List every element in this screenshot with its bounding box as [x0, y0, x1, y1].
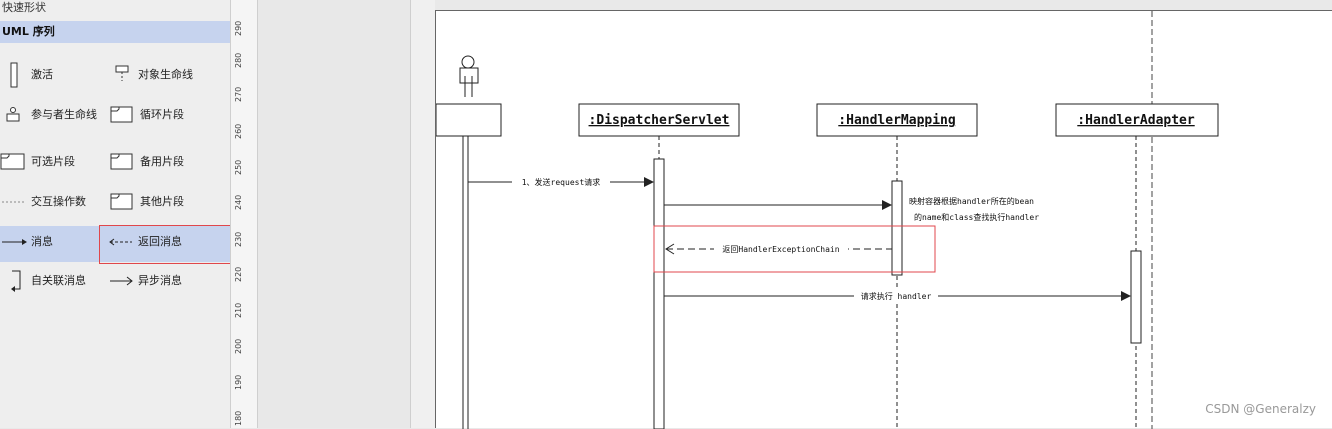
ruler-tick: 240 — [234, 194, 243, 210]
shape-object-lifeline[interactable]: 对象生命线 — [110, 65, 230, 85]
panel-title: 快速形状 — [2, 1, 46, 14]
shape-interaction-operand[interactable]: 交互操作数 — [0, 192, 110, 212]
shape-async-message[interactable]: 异步消息 — [108, 271, 230, 291]
send-request-label: 1、发送request请求 — [522, 177, 601, 187]
self-message-icon — [11, 270, 21, 292]
uml-sequence-section-header[interactable]: UML 序列 — [0, 21, 230, 43]
actor-body-icon — [459, 67, 479, 84]
handler-mapping-activation[interactable] — [891, 180, 903, 276]
message-label-bg — [854, 290, 938, 302]
message-label-bg — [512, 175, 610, 188]
shape-label: 备用片段 — [140, 155, 184, 168]
interaction-operand-icon — [2, 201, 26, 203]
actor-lifeline-icon — [6, 107, 20, 122]
mapping-label-line1: 映射容器根据handler所在的bean — [909, 196, 1034, 206]
ruler-tick: 270 — [234, 86, 243, 102]
actor-figure[interactable] — [459, 55, 479, 97]
shape-loop-fragment[interactable]: 循环片段 — [110, 105, 230, 125]
async-arrow-icon — [110, 276, 133, 286]
message-label-bg — [714, 243, 848, 255]
alternative-fragment-icon — [110, 153, 133, 170]
shapes-panel: 快速形状 UML 序列 激活 对象生命线 参与者生命线 循环片段 — [0, 0, 230, 428]
ruler-tick: 180 — [234, 410, 243, 426]
workspace-background — [258, 0, 410, 428]
shape-alternative-fragment[interactable]: 备用片段 — [110, 152, 230, 172]
dispatcher-servlet-head[interactable] — [578, 103, 740, 137]
shape-label: 自关联消息 — [31, 274, 86, 287]
handler-mapping-label: :HandlerMapping — [838, 113, 955, 128]
shape-return-message[interactable]: 返回消息 — [108, 232, 230, 252]
workspace-margin — [411, 0, 435, 428]
shape-optional-fragment[interactable]: 可选片段 — [0, 152, 110, 172]
ruler-tick: 190 — [234, 374, 243, 390]
shape-label: 消息 — [31, 235, 53, 248]
ruler-tick: 200 — [234, 338, 243, 354]
mapping-label-line2: 的name和class查找执行handler — [914, 212, 1039, 222]
shape-label: 返回消息 — [138, 235, 182, 248]
return-highlight-box — [653, 225, 936, 273]
handler-adapter-activation[interactable] — [1130, 250, 1142, 344]
return-arrowhead — [665, 243, 675, 255]
execute-handler-label: 请求执行 handler — [861, 291, 932, 301]
shape-actor-lifeline[interactable]: 参与者生命线 — [0, 105, 110, 125]
ruler-tick: 250 — [234, 159, 243, 175]
optional-fragment-icon — [0, 153, 25, 170]
shape-self-message[interactable]: 自关联消息 — [0, 270, 110, 292]
shape-label: 交互操作数 — [31, 195, 86, 208]
ruler-tick: 230 — [234, 231, 243, 247]
sequence-diagram: :DispatcherServlet :HandlerMapping :Hand… — [436, 11, 1219, 429]
shape-label: 对象生命线 — [138, 68, 193, 81]
dispatcher-servlet-label: :DispatcherServlet — [589, 113, 730, 128]
actor-head-icon — [461, 55, 475, 69]
shape-label: 其他片段 — [140, 195, 184, 208]
return-chain-label: 返回HandlerExceptionChain — [722, 245, 839, 254]
other-fragment-icon — [110, 193, 133, 210]
shape-label: 可选片段 — [31, 155, 75, 168]
ruler-tick: 220 — [234, 266, 243, 282]
loop-fragment-icon — [110, 106, 133, 123]
handler-mapping-head[interactable] — [816, 103, 978, 137]
shape-label: 循环片段 — [140, 108, 184, 121]
ruler-tick: 260 — [234, 123, 243, 139]
ruler-tick: 290 — [234, 20, 243, 36]
vertical-ruler: 290 280 270 260 250 240 230 220 210 200 … — [230, 0, 258, 428]
message-arrowhead — [1121, 291, 1131, 301]
dispatcher-activation[interactable] — [653, 158, 665, 429]
message-arrow-icon — [2, 239, 27, 245]
shape-message[interactable]: 消息 — [0, 232, 100, 252]
watermark: CSDN @Generalzy — [1205, 402, 1316, 416]
actor-lifeline-head[interactable] — [436, 103, 502, 137]
shape-label: 异步消息 — [138, 274, 182, 287]
return-arrow-icon — [109, 238, 132, 246]
shape-label: 参与者生命线 — [31, 108, 97, 121]
ruler-tick: 280 — [234, 52, 243, 68]
shape-other-fragment[interactable]: 其他片段 — [110, 192, 230, 212]
ruler-tick: 210 — [234, 302, 243, 318]
handler-adapter-head[interactable] — [1055, 103, 1219, 137]
shape-label: 激活 — [31, 68, 53, 81]
message-arrowhead — [882, 200, 892, 210]
message-arrowhead — [644, 177, 654, 187]
shape-activation[interactable]: 激活 — [0, 62, 100, 88]
activation-icon — [10, 62, 18, 88]
workspace-divider — [410, 0, 411, 428]
selected-row-highlight — [0, 226, 230, 262]
return-message-highlight-box — [99, 225, 244, 264]
handler-adapter-label: :HandlerAdapter — [1077, 113, 1195, 128]
drawing-canvas[interactable]: :DispatcherServlet :HandlerMapping :Hand… — [435, 10, 1332, 429]
object-lifeline-icon — [115, 65, 129, 81]
